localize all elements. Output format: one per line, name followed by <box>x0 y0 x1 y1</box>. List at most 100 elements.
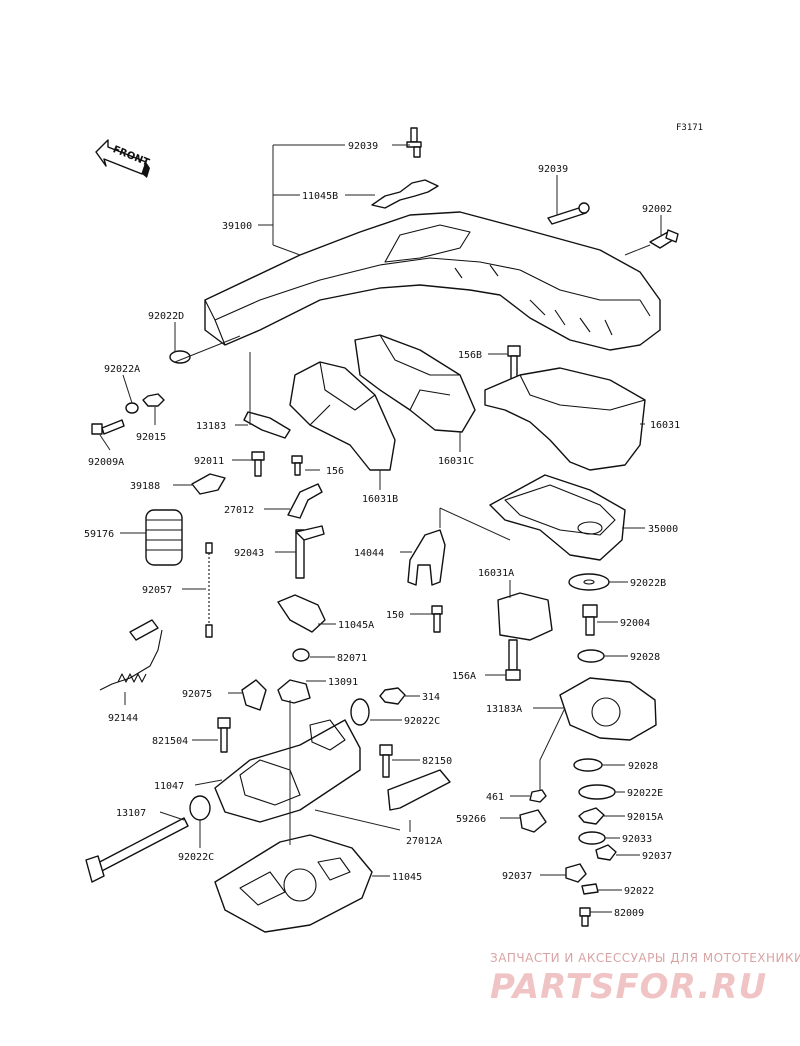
label-314: 314 <box>422 692 440 703</box>
washer-92028-b-part <box>573 758 603 772</box>
label-16031b: 16031B <box>362 494 398 505</box>
label-92009a: 92009A <box>88 457 124 468</box>
label-92075: 92075 <box>182 689 212 700</box>
label-13091: 13091 <box>328 677 358 688</box>
pad-16031c-part <box>354 334 476 433</box>
label-92028-b: 92028 <box>628 761 658 772</box>
bolt-821504-part <box>217 717 231 753</box>
label-92022: 92022 <box>624 886 654 897</box>
washer-92022b-part <box>568 573 610 591</box>
bracket-14044-part <box>407 529 446 586</box>
label-821504: 821504 <box>152 736 188 747</box>
cable-92057-part <box>205 542 213 638</box>
plate-13183a-part <box>559 677 657 741</box>
label-92015a: 92015A <box>627 812 663 823</box>
pad-39188-part <box>191 473 226 495</box>
label-39100: 39100 <box>222 221 252 232</box>
spring-92144-part <box>99 619 163 691</box>
label-11045: 11045 <box>392 872 422 883</box>
cover-16031-part <box>484 367 646 471</box>
bolt-92002-part <box>649 229 679 249</box>
nut-92015a-part <box>578 807 605 825</box>
clamp-27012-part <box>287 483 323 519</box>
label-16031: 16031 <box>650 420 680 431</box>
pad-16031b-part <box>289 361 396 471</box>
bracket-11045a-part <box>277 594 326 633</box>
washer-92022a-part <box>125 402 139 414</box>
label-461: 461 <box>486 792 504 803</box>
base-11047-part <box>214 719 361 823</box>
pin-92039-right-part <box>547 202 590 225</box>
label-14044: 14044 <box>354 548 384 559</box>
figure-code: F3171 <box>676 123 703 133</box>
label-11047: 11047 <box>154 781 184 792</box>
washer-92022e-part <box>578 784 616 800</box>
damper-92075-part <box>241 679 267 711</box>
nut-314-part <box>379 687 406 705</box>
label-92037-left: 92037 <box>502 871 532 882</box>
label-92022d: 92022D <box>148 311 184 322</box>
washer-92022d-part <box>169 350 191 364</box>
label-16031c: 16031C <box>438 456 474 467</box>
bolt-156-part <box>291 455 303 476</box>
label-156b: 156B <box>458 350 482 361</box>
label-82071: 82071 <box>337 653 367 664</box>
label-156: 156 <box>326 466 344 477</box>
clip-92037-b-part <box>565 863 587 883</box>
bracket-13091-part <box>277 679 311 704</box>
bolt-92039-top-part <box>406 127 422 158</box>
washer-92022c-b-part <box>189 795 211 821</box>
label-92057: 92057 <box>142 585 172 596</box>
label-92022b: 92022B <box>630 578 666 589</box>
label-92039-top: 92039 <box>348 141 378 152</box>
shaft-13107-part <box>85 817 189 883</box>
collar-82071-part <box>292 648 310 662</box>
label-92015: 92015 <box>136 432 166 443</box>
label-92039-right: 92039 <box>538 164 568 175</box>
ring-92033-part <box>578 831 606 845</box>
label-156a: 156A <box>452 671 476 682</box>
stud-92004-part <box>582 604 598 636</box>
fitting-59266-part <box>519 809 547 833</box>
label-92144: 92144 <box>108 713 138 724</box>
label-92043: 92043 <box>234 548 264 559</box>
label-92033: 92033 <box>622 834 652 845</box>
nut-92015-part <box>142 393 165 407</box>
hood-cover-part <box>204 211 661 351</box>
pin-92043-part <box>295 525 325 579</box>
bolt-92011-part <box>251 451 265 477</box>
strap-13183-part <box>243 411 291 439</box>
plate-11045-part <box>214 834 373 933</box>
label-11045b: 11045B <box>302 191 338 202</box>
label-27012a: 27012A <box>406 836 442 847</box>
label-92037-right: 92037 <box>642 851 672 862</box>
label-92022c-upper: 92022C <box>404 716 440 727</box>
bracket-11045b-part <box>371 179 439 209</box>
bolt-82009-part <box>579 907 591 927</box>
pad-16031a-part <box>497 592 553 641</box>
label-13183: 13183 <box>196 421 226 432</box>
label-11045a: 11045A <box>338 620 374 631</box>
label-13183a: 13183A <box>486 704 522 715</box>
label-92004: 92004 <box>620 618 650 629</box>
leader-lines <box>99 144 662 913</box>
label-92028-a: 92028 <box>630 652 660 663</box>
bracket-35000-part <box>489 474 626 561</box>
bolt-156a-part <box>505 639 521 681</box>
watermark-caption: ЗАПЧАСТИ И АКСЕССУАРЫ ДЛЯ МОТОТЕХНИКИ <box>490 951 800 965</box>
nut-461-part <box>529 789 547 803</box>
clamp-27012a-part <box>387 769 451 811</box>
front-arrow-icon: FRONT <box>95 139 151 178</box>
label-92002: 92002 <box>642 204 672 215</box>
label-82150: 82150 <box>422 756 452 767</box>
label-39188: 39188 <box>130 481 160 492</box>
washer-92022-part <box>581 883 599 895</box>
label-27012: 27012 <box>224 505 254 516</box>
washer-92022c-a-part <box>350 698 370 726</box>
label-35000: 35000 <box>648 524 678 535</box>
bolt-150-part <box>431 605 443 633</box>
bolt-92009a-part <box>91 419 125 435</box>
washer-92028-a-part <box>577 649 605 663</box>
label-59176: 59176 <box>84 529 114 540</box>
